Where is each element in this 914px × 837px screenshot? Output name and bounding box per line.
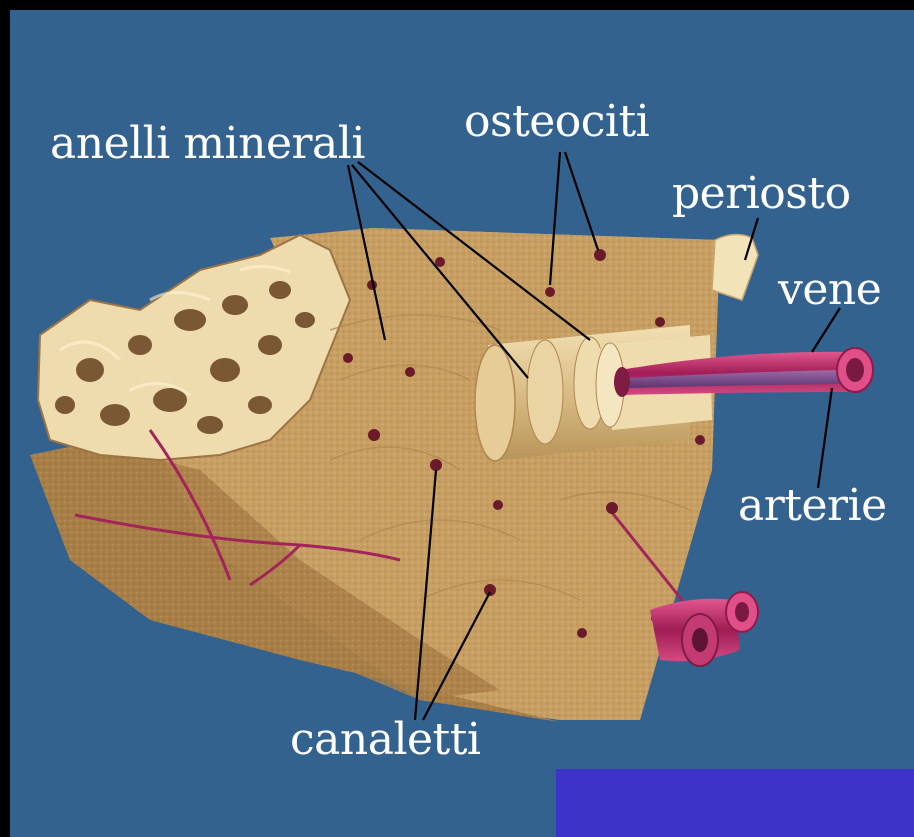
label-osteociti: osteociti [464,100,649,144]
label-vene: vene [778,268,881,312]
label-anelli-minerali: anelli minerali [50,122,365,166]
label-periosto: periosto [672,172,851,216]
label-canaletti: canaletti [290,718,481,762]
periosteum-flap [712,234,758,300]
label-arterie: arterie [738,484,887,528]
